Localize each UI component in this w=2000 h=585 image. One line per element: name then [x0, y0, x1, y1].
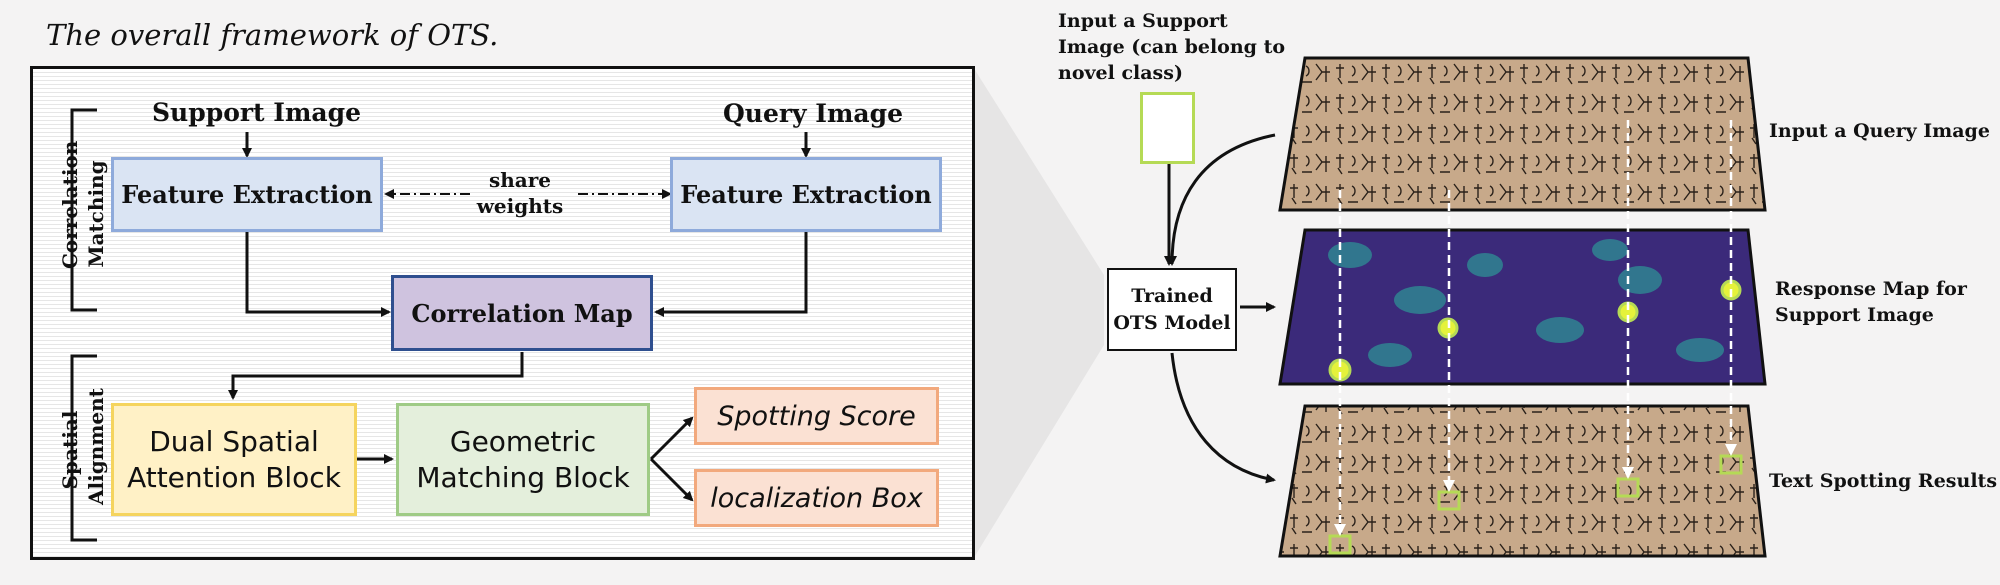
arrow-query-to-model	[1167, 133, 1276, 266]
localization-box-output: localization Box	[694, 469, 939, 527]
group-label-spatial: Spatial Alignment	[58, 388, 108, 505]
result-boxes	[1328, 454, 1743, 555]
query-image-plane	[1278, 56, 1767, 212]
spotting-score-output: Spotting Score	[694, 387, 939, 445]
feature-extraction-left: Feature Extraction	[111, 157, 383, 232]
correlation-map: Correlation Map	[391, 275, 653, 351]
query-image-caption: Input a Query Image	[1769, 120, 1990, 142]
arrow-model-to-results	[1170, 352, 1276, 484]
results-plane	[1278, 404, 1767, 558]
support-caption: Input a Support Image (can belong to nov…	[1058, 10, 1286, 84]
share-weights-label: share weights	[476, 168, 564, 218]
arrow-fe-right-to-cm	[654, 232, 808, 317]
text-spotting-results-caption: Text Spotting Results	[1769, 470, 1998, 492]
response-map-caption: Response Map for Support Image	[1775, 278, 1967, 326]
arrow-fe-left-to-cm	[245, 232, 391, 317]
support-image-thumbnail	[1140, 92, 1195, 164]
group-bracket-correlation	[70, 108, 97, 312]
feature-extraction-right: Feature Extraction	[670, 157, 942, 232]
zoom-wedge	[975, 70, 1104, 556]
arrow-cm-to-dsa	[228, 352, 524, 400]
group-bracket-spatial	[70, 354, 97, 542]
figure-title: The overall framework of OTS.	[46, 18, 499, 52]
arrow-gmb-to-box	[649, 457, 694, 502]
group-label-correlation: Correlation Matching	[58, 140, 108, 269]
support-image-label: Support Image	[152, 98, 362, 127]
arrow-gmb-to-score	[649, 416, 694, 461]
query-image-label: Query Image	[723, 99, 903, 128]
